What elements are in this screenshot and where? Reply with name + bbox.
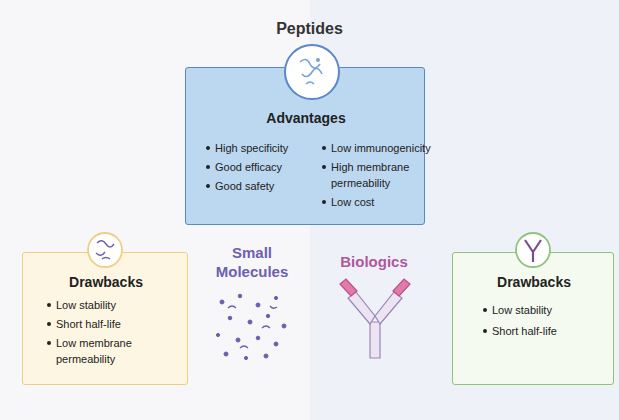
bullet-text: Low immunogenicity bbox=[331, 140, 431, 156]
group-label: Biologics bbox=[324, 252, 424, 271]
bullet-dot bbox=[206, 165, 210, 169]
bullet-dot bbox=[47, 341, 51, 345]
bullet-dot bbox=[322, 165, 326, 169]
bullet-dot bbox=[47, 303, 51, 307]
bullet-dot bbox=[206, 184, 210, 188]
bullet-text: High membrane permeability bbox=[331, 159, 426, 191]
text-box: DrawbacksLow stabilityShort half-life bbox=[452, 252, 614, 385]
small-molecule-dots bbox=[216, 294, 286, 359]
diagram-title: Peptides bbox=[0, 20, 619, 38]
bullet-dot bbox=[206, 146, 210, 150]
text-box: AdvantagesHigh specificityGood efficacyG… bbox=[185, 67, 425, 225]
bullet-text: Good efficacy bbox=[215, 159, 282, 175]
bullet-dot bbox=[483, 308, 487, 312]
group-label: Small Molecules bbox=[207, 243, 297, 281]
bullet-dot bbox=[322, 146, 326, 150]
bullet-text: Low stability bbox=[56, 297, 116, 313]
antibody-illustration bbox=[340, 279, 410, 358]
bullet-text: High specificity bbox=[215, 140, 288, 156]
box-heading: Advantages bbox=[186, 109, 426, 127]
box-heading: Drawbacks bbox=[23, 273, 189, 291]
text-box: DrawbacksLow stabilityShort half-lifeLow… bbox=[22, 252, 188, 385]
bullet-text: Low membrane permeability bbox=[56, 335, 156, 367]
box-heading: Drawbacks bbox=[453, 273, 615, 291]
bullet-dot bbox=[483, 329, 487, 333]
bullet-dot bbox=[322, 200, 326, 204]
bullet-text: Short half-life bbox=[492, 323, 557, 339]
bullet-text: Short half-life bbox=[56, 316, 121, 332]
bullet-text: Low stability bbox=[492, 302, 552, 318]
bullet-text: Good safety bbox=[215, 178, 274, 194]
bullet-text: Low cost bbox=[331, 194, 374, 210]
bullet-dot bbox=[47, 322, 51, 326]
